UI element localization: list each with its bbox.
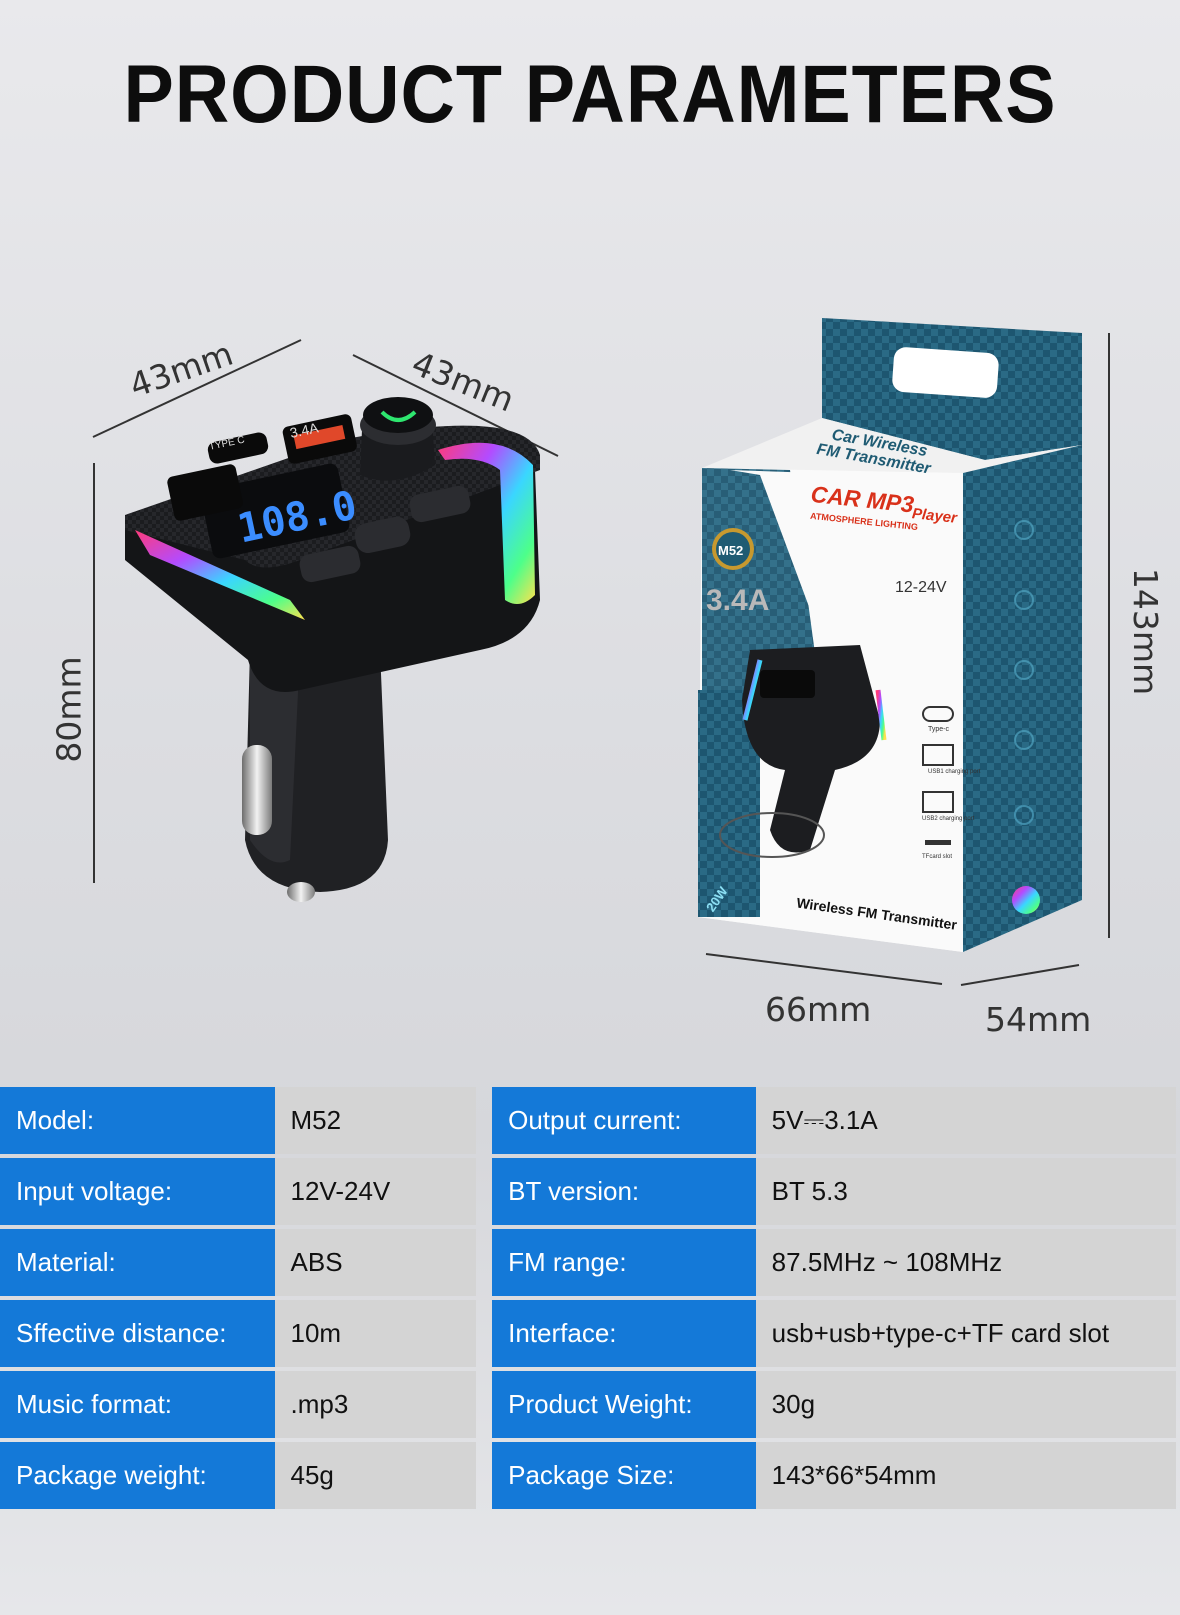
spec-label: Sffective distance: — [0, 1300, 275, 1367]
spec-value: 87.5MHz ~ 108MHz — [755, 1229, 1176, 1296]
spec-value: 30g — [755, 1371, 1176, 1438]
spec-value: 5V⎓3.1A — [755, 1087, 1176, 1154]
spec-table: Model: M52 Output current: 5V⎓3.1A Input… — [0, 1083, 1176, 1513]
table-row: Music format: .mp3 Product Weight: 30g — [0, 1371, 1176, 1438]
table-row: Material: ABS FM range: 87.5MHz ~ 108MHz — [0, 1229, 1176, 1296]
spec-label: Package Size: — [492, 1442, 756, 1509]
table-row: Sffective distance: 10m Interface: usb+u… — [0, 1300, 1176, 1367]
package-model-badge: M52 — [718, 543, 743, 558]
dim-box-depth: 54mm — [985, 1000, 1092, 1039]
spec-value: M52 — [274, 1087, 477, 1154]
product-illustration: 108.0 TYPE C 3.4A Car Wireless FM Transm… — [92, 318, 1110, 986]
spec-label: Model: — [0, 1087, 275, 1154]
table-row: Package weight: 45g Package Size: 143*66… — [0, 1442, 1176, 1509]
spec-value: ABS — [274, 1229, 477, 1296]
spec-label: Music format: — [0, 1371, 275, 1438]
spec-label: BT version: — [492, 1158, 756, 1225]
spec-label: Material: — [0, 1229, 275, 1296]
package-port-usb1: USB1 charging port — [928, 769, 981, 775]
table-row: Model: M52 Output current: 5V⎓3.1A — [0, 1087, 1176, 1154]
package-box: Car Wireless FM Transmitter CAR MP3 Play… — [698, 318, 1082, 952]
spec-label: FM range: — [492, 1229, 756, 1296]
spec-value: .mp3 — [274, 1371, 477, 1438]
spec-label: Input voltage: — [0, 1158, 275, 1225]
spec-value: BT 5.3 — [755, 1158, 1176, 1225]
spec-value: 143*66*54mm — [755, 1442, 1176, 1509]
spec-label: Product Weight: — [492, 1371, 756, 1438]
dim-box-width: 66mm — [765, 990, 872, 1029]
spec-value: 10m — [274, 1300, 477, 1367]
package-voltage: 12-24V — [895, 579, 947, 596]
package-current: 3.4A — [706, 584, 769, 617]
spec-label: Output current: — [492, 1087, 756, 1154]
package-port-typec: Type-c — [928, 726, 950, 733]
spec-value: 45g — [274, 1442, 477, 1509]
spec-label: Interface: — [492, 1300, 756, 1367]
table-row: Input voltage: 12V-24V BT version: BT 5.… — [0, 1158, 1176, 1225]
spec-value: 12V-24V — [274, 1158, 477, 1225]
package-brand-suffix: Player — [911, 505, 959, 527]
box-dimension-lines — [705, 333, 1110, 986]
package-port-tf: TFcard slot — [922, 854, 952, 860]
spec-value: usb+usb+type-c+TF card slot — [755, 1300, 1176, 1367]
package-port-usb2: USB2 charging port — [922, 816, 975, 822]
package-side-icons — [1014, 520, 1034, 825]
charge-label: 3.4A — [288, 419, 320, 441]
spec-label: Package weight: — [0, 1442, 275, 1509]
page-title: PRODUCT PARAMETERS — [123, 49, 1057, 140]
fm-transmitter-device: 108.0 TYPE C 3.4A — [125, 397, 540, 902]
